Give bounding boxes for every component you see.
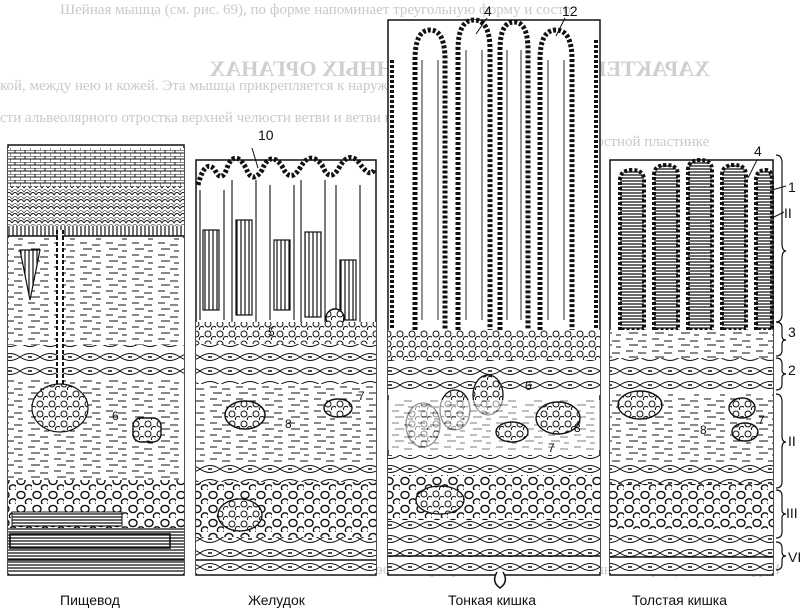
label-3: 3 <box>788 324 796 340</box>
label-10: 10 <box>258 127 274 143</box>
label-II-upper: II <box>784 205 792 221</box>
caption-small-intestine: Тонкая кишка <box>448 592 536 608</box>
label-II-lower: II <box>788 433 796 449</box>
label-VI: VI <box>788 549 801 565</box>
panel-esophagus <box>8 145 184 575</box>
label-4-large-intestine: 4 <box>754 143 762 159</box>
label-5: 5 <box>268 325 275 339</box>
panel-large-intestine <box>610 160 773 575</box>
label-8-large-intestine: 8 <box>700 423 707 437</box>
label-2: 2 <box>788 362 796 378</box>
label-6-small-intestine: 6 <box>525 379 532 393</box>
label-7-large-intestine: 7 <box>758 413 765 427</box>
panel-small-intestine <box>388 20 600 588</box>
label-7-stomach: 7 <box>358 389 365 403</box>
label-1: 1 <box>788 179 796 195</box>
caption-esophagus: Пищевод <box>60 592 120 608</box>
label-4-small-intestine: 4 <box>484 3 492 19</box>
label-8-small-intestine: 8 <box>574 421 581 435</box>
caption-stomach: Желудок <box>248 592 305 608</box>
panel-stomach <box>196 157 376 575</box>
label-III: III <box>786 505 798 521</box>
label-12: 12 <box>562 3 578 19</box>
label-7-small-intestine: 7 <box>548 441 555 455</box>
label-6-esophagus: 6 <box>112 409 119 423</box>
caption-large-intestine: Толстая кишка <box>632 592 727 608</box>
label-8-stomach: 8 <box>285 417 292 431</box>
